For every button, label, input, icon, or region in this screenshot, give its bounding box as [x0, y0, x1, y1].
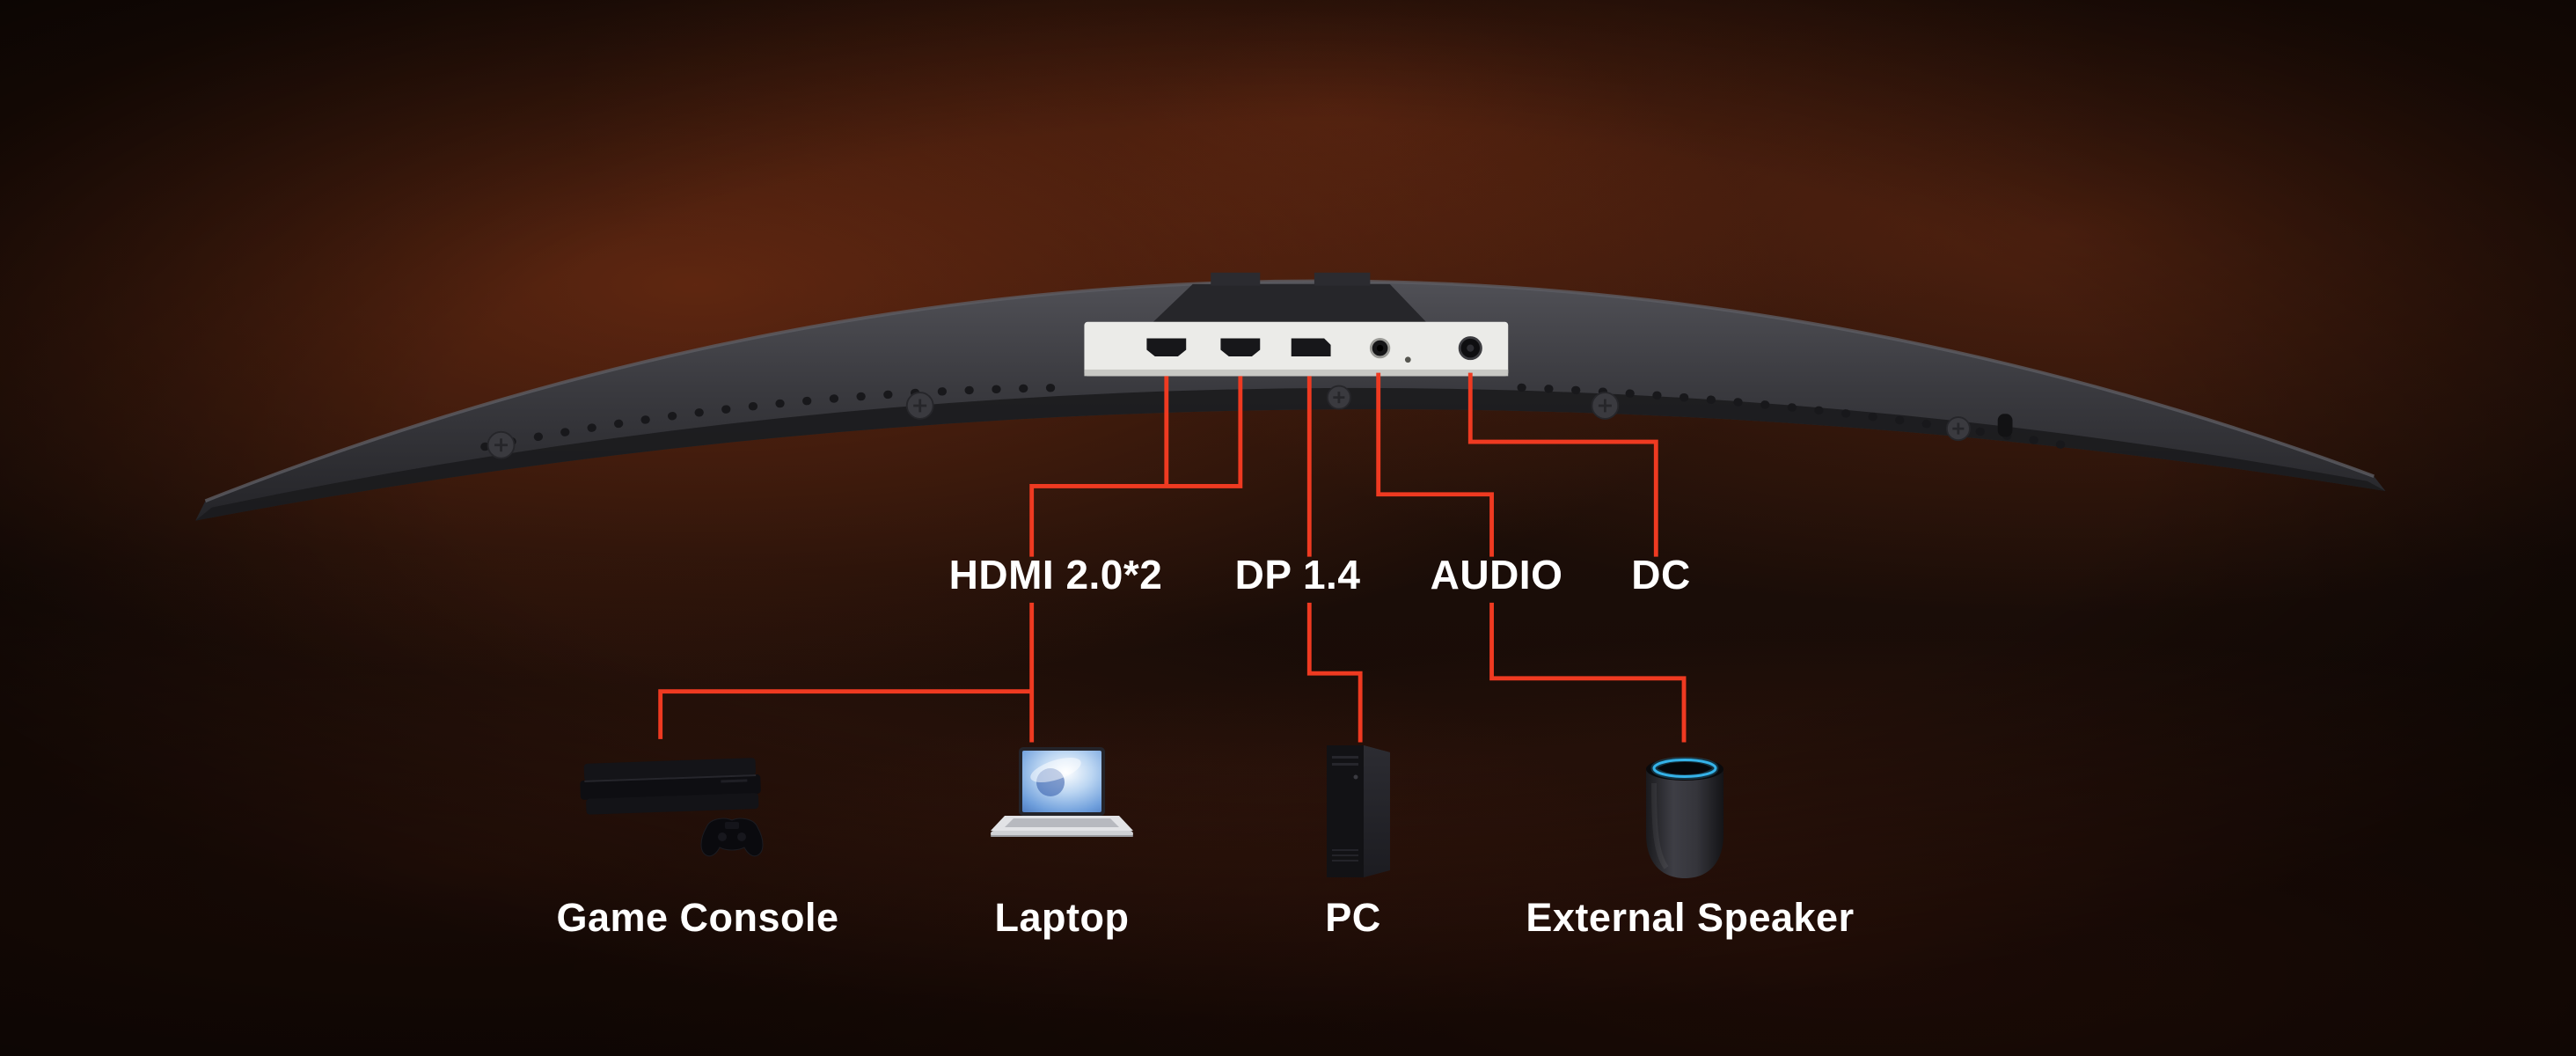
- pc-icon: [1327, 745, 1390, 877]
- device-label-laptop: Laptop: [994, 895, 1130, 940]
- hdmi-port-icon: [1220, 338, 1261, 356]
- port-label-dp: DP 1.4: [1234, 552, 1361, 598]
- game-console-icon: [580, 758, 764, 857]
- device-label-pc: PC: [1325, 895, 1381, 940]
- stand-mount: [1153, 283, 1426, 322]
- port-label-dc: DC: [1631, 552, 1691, 598]
- audio-jack-icon: [1369, 337, 1391, 359]
- device-label-speaker: External Speaker: [1526, 895, 1855, 940]
- vent-holes-left: [480, 383, 1076, 451]
- vent-holes-right: [1517, 383, 2078, 451]
- monitor-body: [195, 272, 2386, 521]
- laptop-icon: [991, 747, 1133, 837]
- port-panel: [1084, 321, 1509, 377]
- port-label-audio: AUDIO: [1430, 552, 1563, 598]
- dc-jack-icon: [1458, 336, 1482, 361]
- pinhole: [1404, 356, 1411, 363]
- dp-port-icon: [1291, 338, 1331, 356]
- gamepad-icon: [700, 818, 764, 857]
- connector-lines: [658, 372, 1687, 743]
- device-label-game-console: Game Console: [556, 895, 839, 940]
- port-label-hdmi: HDMI 2.0*2: [948, 552, 1163, 598]
- screws: [487, 385, 1971, 459]
- lock-slot: [1997, 414, 2013, 437]
- speaker-icon: [1646, 757, 1723, 878]
- hdmi-port-icon: [1146, 338, 1187, 356]
